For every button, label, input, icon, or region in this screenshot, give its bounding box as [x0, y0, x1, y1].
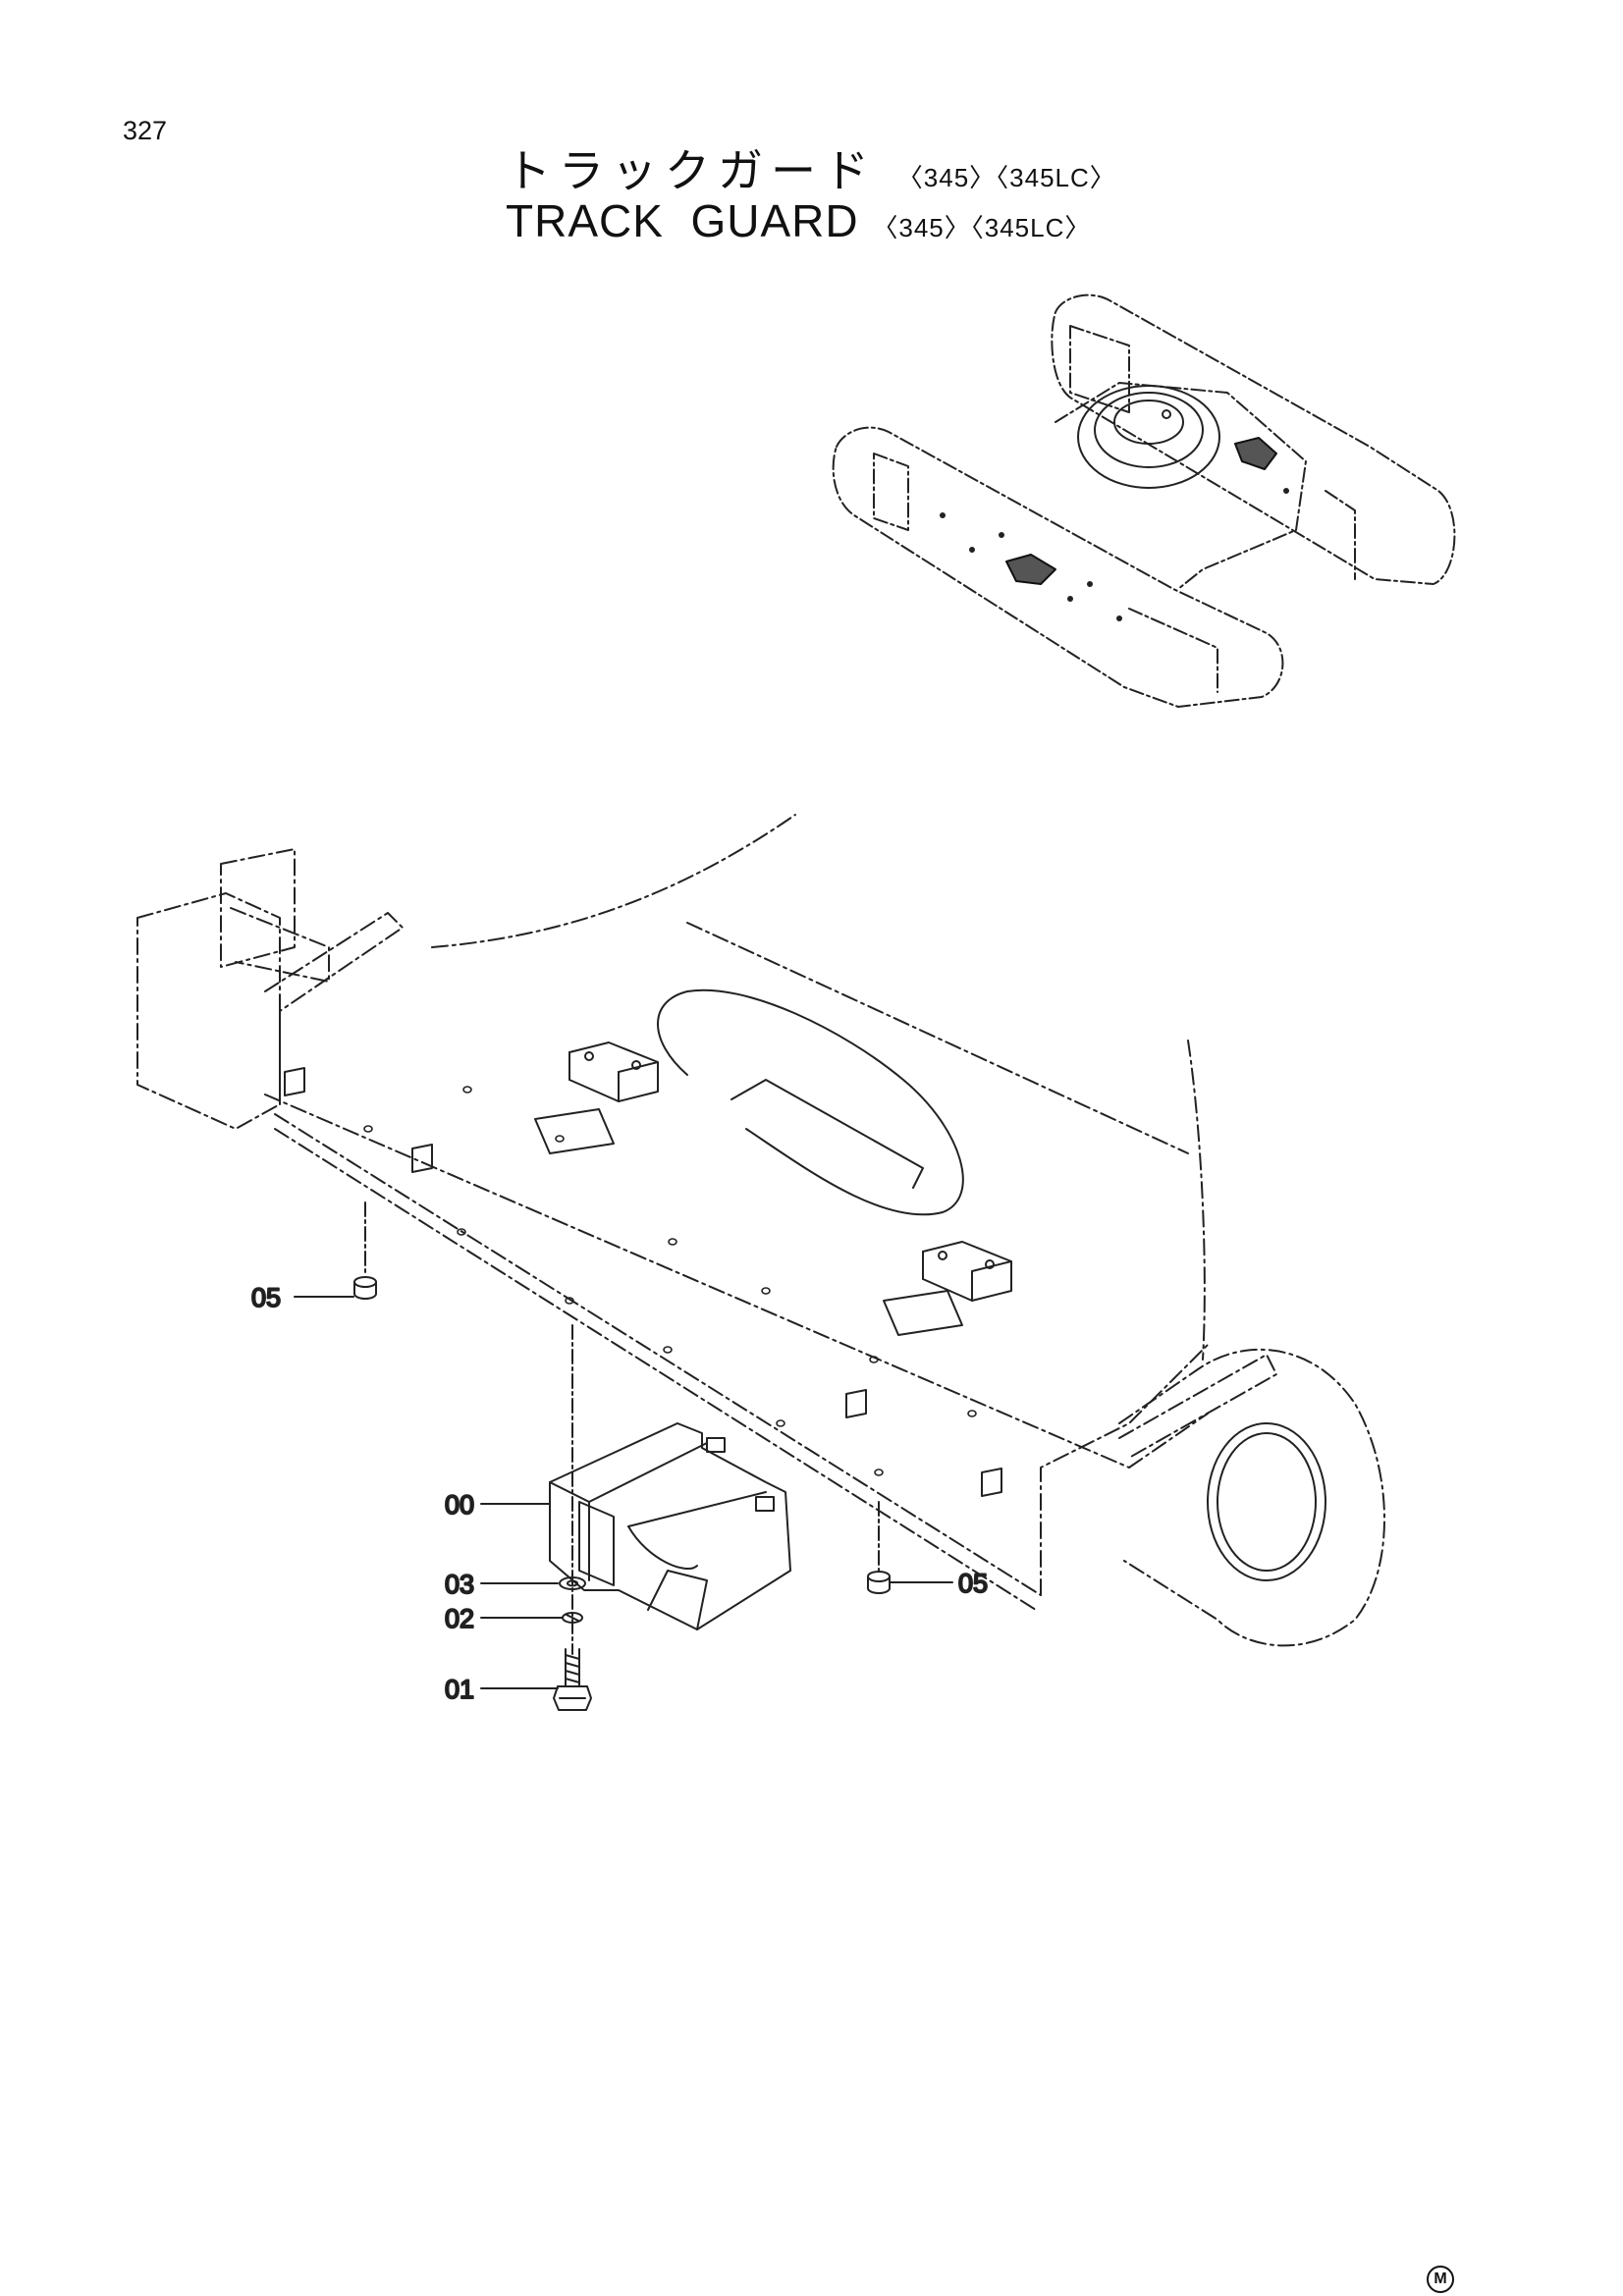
title-ja-text: トラックガード — [506, 145, 877, 196]
track-guard-part — [549, 1422, 791, 1630]
callout-02: 02 — [445, 1604, 474, 1633]
model-345-ja: 〈345〉 — [896, 163, 997, 192]
undercarriage-overview — [832, 294, 1456, 708]
model-345lc-ja: 〈345LC〉 — [996, 163, 1116, 192]
model-345lc-en: 〈345LC〉 — [970, 213, 1092, 242]
title-english: TRACK GUARD 〈345〉〈345LC〉 — [506, 194, 1091, 247]
leader-lines — [294, 1201, 953, 1689]
plug-left — [353, 1276, 377, 1300]
bolt-01 — [553, 1648, 592, 1711]
callout-00: 00 — [445, 1490, 474, 1520]
side-clips — [284, 1067, 1002, 1497]
plug-right — [867, 1571, 891, 1594]
model-345-en: 〈345〉 — [872, 213, 971, 242]
maker-mark-icon: M — [1427, 2266, 1454, 2293]
center-cutout — [657, 988, 964, 1216]
callout-05-right: 05 — [958, 1569, 988, 1598]
bolt-holes — [363, 1086, 977, 1476]
track-frame — [136, 814, 1385, 1647]
callout-05-left: 05 — [251, 1283, 281, 1312]
swing-bearing — [1077, 385, 1220, 489]
title-en-text: TRACK GUARD — [506, 195, 859, 246]
overview-track-guard-highlight — [1005, 437, 1277, 585]
mount-blocks — [534, 1041, 1012, 1336]
page-number: 327 — [123, 116, 168, 145]
title-japanese: トラックガード 〈345〉〈345LC〉 — [506, 135, 1116, 200]
callout-03: 03 — [445, 1570, 474, 1599]
overview-bolt-holes — [940, 488, 1289, 621]
callout-01: 01 — [445, 1675, 474, 1704]
